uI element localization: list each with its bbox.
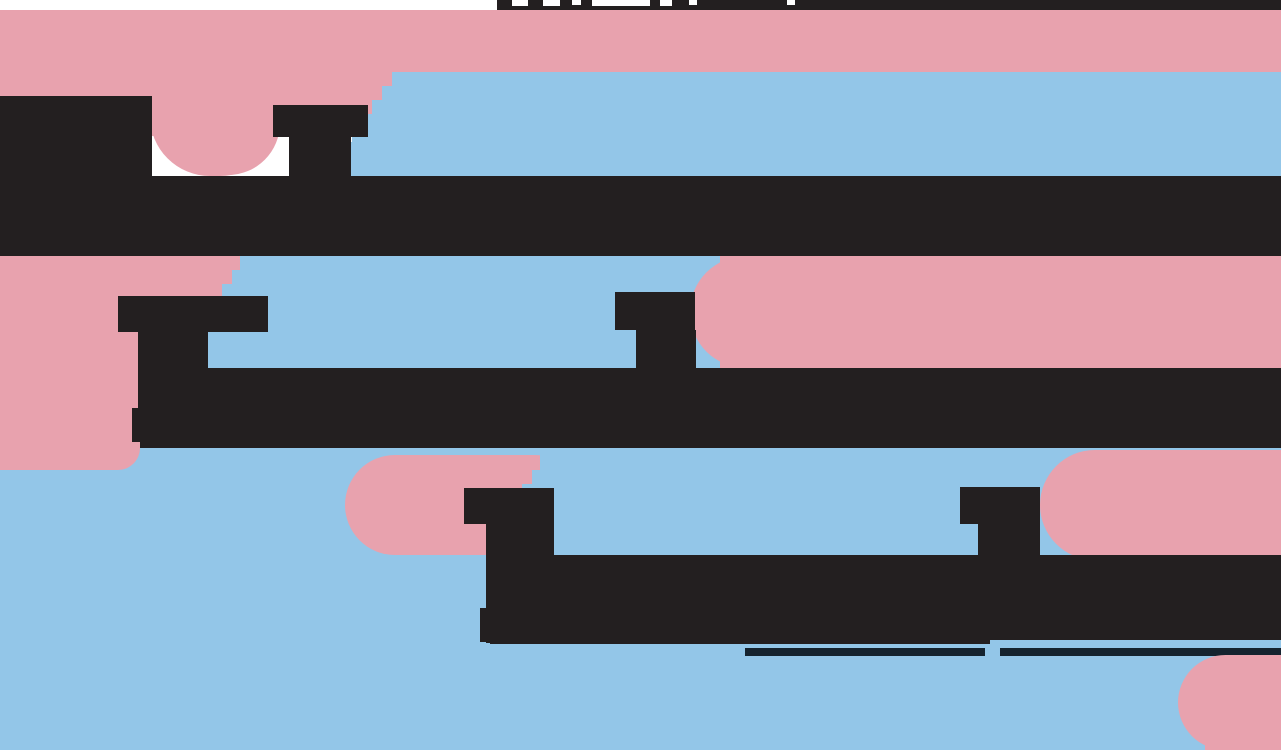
crossbar-mid-upper <box>273 105 368 137</box>
clip-notch <box>572 0 581 5</box>
blue-wedge-row-3 <box>540 455 960 555</box>
counter-hole-1 <box>615 292 695 330</box>
diagonal-step <box>372 100 402 114</box>
clip-notch <box>592 0 650 6</box>
pink-residue-left <box>0 448 140 470</box>
pink-bowl-bottom-right-tail <box>1205 735 1281 750</box>
dark-text-row-2-tail-b <box>890 430 1281 448</box>
pink-highlight-row-1-ext <box>0 10 1281 72</box>
clip-notch <box>689 0 697 5</box>
diagonal-step <box>362 114 402 128</box>
clip-notch <box>512 0 528 6</box>
dark-text-row-3-tail <box>490 618 990 644</box>
diagonal-step <box>382 86 402 100</box>
counter-hole-2 <box>960 487 1040 524</box>
dark-text-row-3-tail-b <box>990 618 1281 640</box>
diagonal-step <box>344 142 402 176</box>
clip-notch <box>787 0 795 5</box>
dark-text-row-1-tail <box>40 238 1281 260</box>
diagonal-step <box>222 284 248 298</box>
clip-notch <box>543 0 560 6</box>
blue-highlight-row-1 <box>400 72 1281 176</box>
text-blue-blend-baseline <box>745 648 985 656</box>
pink-bowl-bottom-right <box>1178 655 1281 750</box>
clip-notch <box>660 0 672 6</box>
stem-mid-upper <box>289 137 351 177</box>
text-blue-blend-baseline <box>1000 648 1281 656</box>
stem-upper-left-foot <box>0 150 40 176</box>
diagonal-step <box>232 270 248 284</box>
counter-hole-1-stem <box>636 330 696 368</box>
diagonal-step <box>392 72 402 86</box>
round-bowl-right <box>1040 450 1281 560</box>
pink-capsule-row-2 <box>690 256 1281 368</box>
diagonal-step <box>532 470 548 484</box>
